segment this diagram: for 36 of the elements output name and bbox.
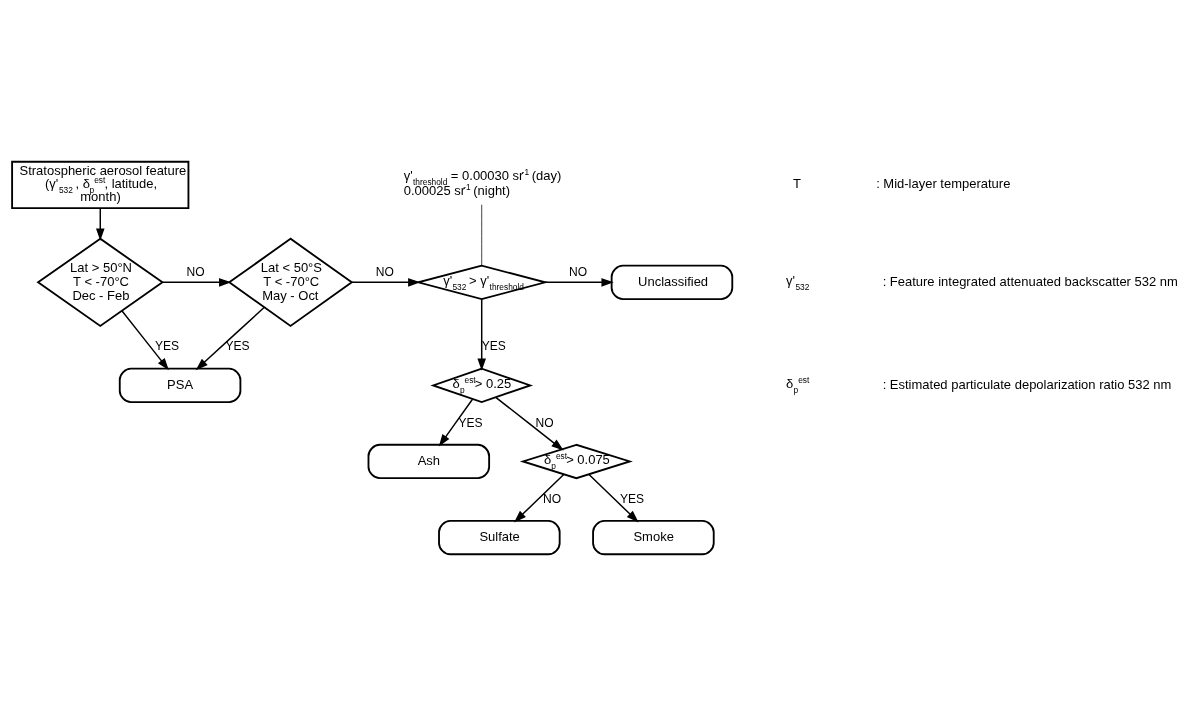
- edge-label: YES: [619, 491, 645, 506]
- label: : Mid-layer temperature: [876, 175, 1011, 191]
- edge-label: NO: [535, 415, 554, 430]
- arrow: [514, 473, 565, 522]
- label: γ'$_{532}$: [786, 272, 810, 292]
- edge-label: YES: [225, 338, 250, 353]
- label: T: [793, 175, 802, 191]
- edge-label: NO: [186, 264, 205, 279]
- connector: [481, 203, 483, 266]
- node-box: Ash: [367, 443, 491, 479]
- arrow: [477, 297, 486, 371]
- node-text: γ'$_{threshold}$ = 0.00030 sr$^{-1}$ (day) 0.00025 sr$^{-1}$ (night): [403, 166, 562, 198]
- edge-label: NO: [375, 264, 394, 279]
- node-diamond: Lat > 50°N T < -70°C Dec - Feb: [36, 237, 165, 327]
- arrow: [588, 473, 639, 522]
- node-diamond: Lat < 50°S T < -70°C May - Oct: [227, 237, 354, 327]
- arrow: [121, 309, 169, 370]
- edge-label: YES: [458, 415, 483, 430]
- node-box: Sulfate: [438, 519, 561, 555]
- node-box: Smoke: [592, 519, 715, 555]
- node-box: Unclassified: [610, 264, 734, 300]
- edge-label: YES: [155, 338, 180, 353]
- label: : Feature integrated attenuated backscatter 532 nm: [882, 273, 1178, 289]
- arrow: [495, 396, 564, 451]
- arrow: [438, 398, 474, 446]
- node-box: PSA: [118, 367, 242, 403]
- edge-label: NO: [542, 491, 562, 506]
- edge-label: YES: [481, 338, 506, 353]
- arrow: [351, 277, 421, 287]
- arrow: [195, 306, 265, 370]
- arrow: [95, 207, 105, 241]
- edge-label: NO: [569, 264, 588, 279]
- arrow: [544, 277, 614, 287]
- node-box: Stratospheric aerosol feature (γ'$_{532}$ , δ$_{p}$$^{est}$, latitude, month): [11, 160, 190, 209]
- arrow: [161, 277, 232, 287]
- label: : Estimated particulate depolarization ratio 532 nm: [882, 376, 1172, 392]
